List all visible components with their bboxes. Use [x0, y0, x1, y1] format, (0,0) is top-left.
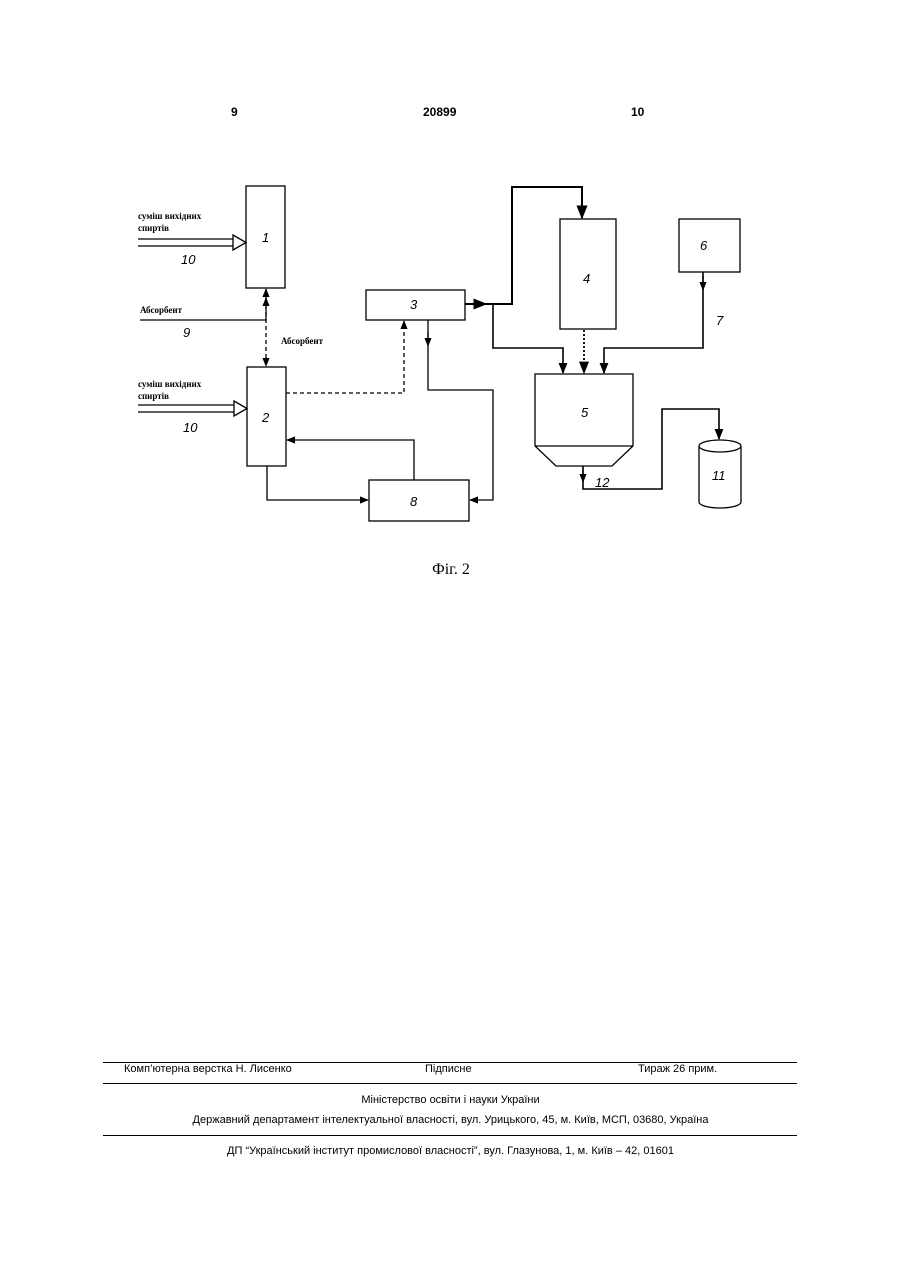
mix-feed-arrow-1	[138, 235, 246, 250]
footer-layout: Комп’ютерна верстка Н. Лисенко	[124, 1063, 292, 1075]
block-5-hopper	[535, 374, 633, 466]
line-2-to-8	[267, 466, 368, 500]
footer-signed: Підписне	[425, 1063, 472, 1075]
absorbent-label-left: Абсорбент	[140, 305, 183, 315]
line-3-to-8	[428, 320, 493, 500]
flow-number-9: 9	[183, 325, 190, 340]
footer-ministry: Міністерство освіти і науки України	[0, 1094, 901, 1106]
flow-number-7: 7	[716, 313, 724, 328]
mix-label-1-line1: суміш вихідних	[138, 211, 202, 221]
block-1-label: 1	[262, 230, 269, 245]
line-6-to-5	[604, 272, 703, 373]
mix-label-1-line2: спиртів	[138, 223, 169, 233]
line-3-to-4	[465, 187, 582, 304]
footer-print-run: Тираж 26 прим.	[638, 1063, 717, 1075]
flow-number-10-top: 10	[181, 252, 196, 267]
absorbent-label-mid: Абсорбент	[281, 336, 324, 346]
process-flow-diagram: 1 2 3 4 5 6 8 11 суміш вихідних спиртів …	[0, 0, 901, 600]
block-8-label: 8	[410, 494, 418, 509]
mix-label-2-line2: спиртів	[138, 391, 169, 401]
footer-institute: ДП “Український інститут промислової вла…	[0, 1145, 901, 1157]
flow-number-12: 12	[595, 475, 610, 490]
block-6	[679, 219, 740, 272]
block-5-label: 5	[581, 405, 589, 420]
block-4-label: 4	[583, 271, 590, 286]
mix-feed-arrow-2	[138, 401, 247, 416]
block-8	[369, 480, 469, 521]
mix-label-2-line1: суміш вихідних	[138, 379, 202, 389]
line-3-to-5	[488, 304, 563, 373]
flow-number-10-bottom: 10	[183, 420, 198, 435]
footer-rule-3	[103, 1135, 797, 1136]
footer-rule-2	[103, 1083, 797, 1084]
figure-caption: Фіг. 2	[432, 561, 470, 578]
block-6-label: 6	[700, 238, 708, 253]
block-2-label: 2	[261, 410, 270, 425]
block-3-label: 3	[410, 297, 418, 312]
line-8-to-2	[287, 440, 414, 480]
tank-11-label: 11	[712, 468, 726, 483]
footer-department: Державний департамент інтелектуальної вл…	[0, 1114, 901, 1126]
absorbent-line-2-to-3	[286, 321, 404, 393]
